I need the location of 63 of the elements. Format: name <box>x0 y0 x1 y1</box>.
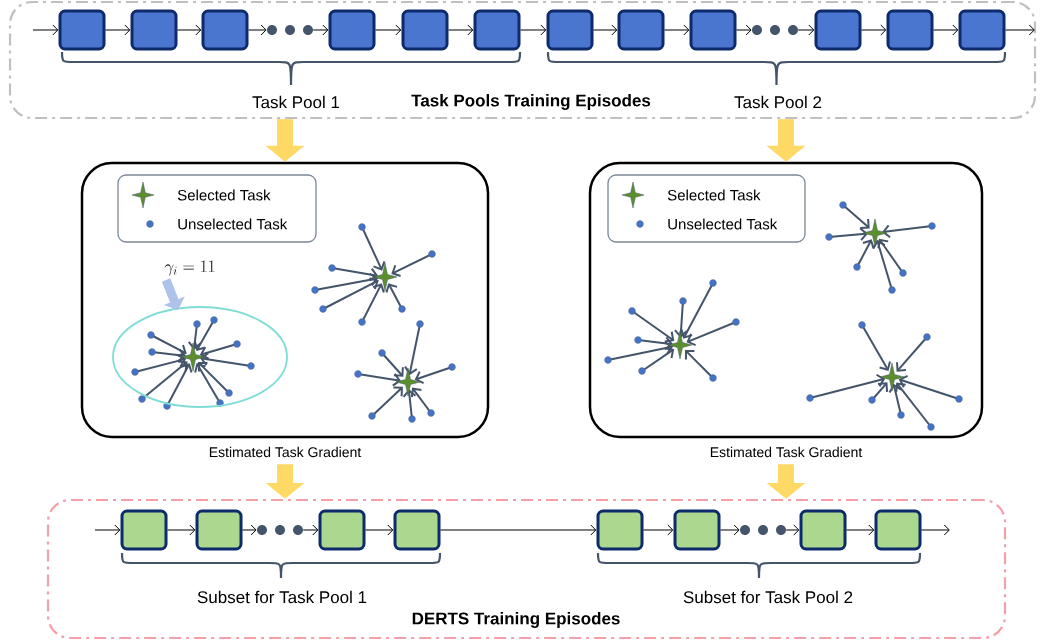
episode-box <box>689 9 737 51</box>
episode-box <box>673 509 721 551</box>
episode-box <box>874 509 922 551</box>
brace-label: Subset for Task Pool 2 <box>683 590 853 604</box>
arrow <box>1005 24 1035 36</box>
arrow <box>785 524 800 536</box>
arrow <box>440 524 597 536</box>
episode-box <box>195 509 243 551</box>
arrow <box>520 24 547 36</box>
ellipsis-dots <box>267 25 313 35</box>
ellipsis-dots <box>752 25 798 35</box>
episode-box <box>328 9 376 51</box>
arrow <box>921 524 950 536</box>
arrow <box>375 24 402 36</box>
arrow <box>846 524 875 536</box>
arrow <box>797 24 815 36</box>
ellipsis-dots <box>257 525 303 535</box>
episode-box <box>201 9 249 51</box>
arrow <box>32 24 59 36</box>
brace-label: Subset for Task Pool 1 <box>197 590 367 604</box>
panel-caption: Estimated Task Gradient <box>209 446 362 458</box>
panel-caption: Estimated Task Gradient <box>710 446 863 458</box>
legend-label: Selected Task <box>667 189 761 201</box>
brace-label: Task Pool 1 <box>252 95 340 109</box>
episode-box <box>958 9 1006 51</box>
episode-box <box>799 509 847 551</box>
arrow <box>643 524 674 536</box>
episode-box <box>318 509 366 551</box>
episode-box <box>120 509 168 551</box>
episode-box <box>401 9 449 51</box>
arrow <box>736 24 752 36</box>
arrow <box>177 24 202 36</box>
episode-box <box>814 9 862 51</box>
episode-box <box>596 509 644 551</box>
arrow <box>720 524 740 536</box>
episode-box <box>473 9 521 51</box>
brace-label: Task Pool 2 <box>734 95 822 109</box>
legend-label: Unselected Task <box>178 218 288 230</box>
episode-box <box>130 9 178 51</box>
band-title: DERTS Training Episodes <box>412 612 620 628</box>
episode-box <box>546 9 594 51</box>
arrow <box>242 524 257 536</box>
arrow <box>664 24 690 36</box>
arrow <box>312 24 329 36</box>
episode-box <box>58 9 106 51</box>
band-title: Task Pools Training Episodes <box>411 94 651 110</box>
arrow <box>593 24 618 36</box>
formula-label: $\gamma_i = 11$ <box>164 260 215 276</box>
arrow <box>933 24 959 36</box>
arrow <box>448 24 474 36</box>
arrow <box>302 524 319 536</box>
arrow <box>94 524 121 536</box>
episode-box <box>393 509 441 551</box>
arrow <box>248 24 267 36</box>
arrow <box>167 524 196 536</box>
episode-box <box>886 9 934 51</box>
legend-label: Unselected Task <box>668 218 778 230</box>
legend-label: Selected Task <box>177 189 271 201</box>
ellipsis-dots <box>740 525 786 535</box>
episode-box <box>617 9 665 51</box>
arrow <box>105 24 131 36</box>
arrow <box>365 524 394 536</box>
arrow <box>861 24 887 36</box>
